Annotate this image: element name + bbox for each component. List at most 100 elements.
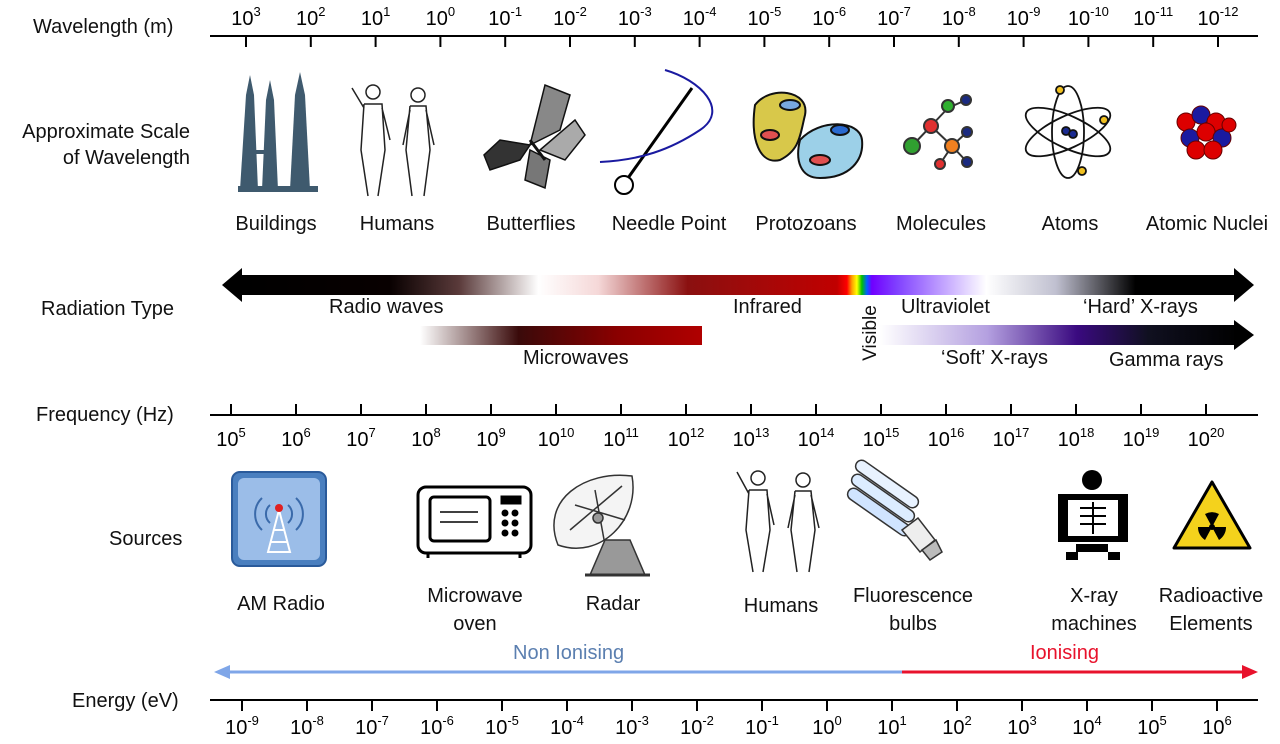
radiation-label-hard-xrays: ‘Hard’ X-rays	[1083, 296, 1198, 318]
source-caption-xray: X-ray machines	[1051, 582, 1137, 638]
energy-tick-base: 10	[290, 717, 312, 739]
wavelength-tick-exponent: -11	[1155, 4, 1173, 19]
wavelength-tick-label: 100	[426, 4, 455, 30]
wavelength-tick-exponent: 2	[318, 4, 325, 19]
wavelength-tick-label: 10-6	[812, 4, 846, 30]
scale-caption-needle-point: Needle Point	[611, 213, 727, 235]
frequency-tick-label: 1016	[928, 425, 965, 451]
wavelength-tick-label: 10-11	[1133, 4, 1173, 30]
wavelength-tick-exponent: -10	[1090, 4, 1109, 19]
source-caption-radioactive: Radioactive Elements	[1159, 582, 1264, 638]
frequency-tick-exponent: 13	[755, 425, 769, 440]
humans-source-icon	[736, 470, 820, 573]
frequency-tick-exponent: 20	[1210, 425, 1224, 440]
xray-machine-icon	[1058, 470, 1128, 560]
energy-tick-label: 102	[942, 713, 971, 739]
scale-caption-protozoans: Protozoans	[755, 213, 857, 235]
energy-tick-exponent: 1	[900, 713, 907, 728]
energy-tick-exponent: -8	[312, 713, 324, 728]
frequency-tick-label: 1015	[863, 425, 900, 451]
wavelength-tick-exponent: -9	[1029, 4, 1041, 19]
wavelength-tick-label: 101	[361, 4, 390, 30]
wavelength-tick-base: 10	[1133, 8, 1155, 30]
wavelength-tick-exponent: -1	[511, 4, 523, 19]
energy-tick-exponent: -6	[442, 713, 454, 728]
source-caption-microwave-oven: Microwave oven	[427, 582, 523, 638]
frequency-tick-base: 10	[476, 429, 498, 451]
frequency-tick-label: 1010	[538, 425, 575, 451]
needle-icon	[599, 69, 714, 195]
energy-tick-label: 10-1	[745, 713, 779, 739]
energy-tick-base: 10	[615, 717, 637, 739]
energy-tick-exponent: -3	[637, 713, 649, 728]
energy-tick-exponent: 0	[835, 713, 842, 728]
source-caption-radioactive-line2: Elements	[1169, 613, 1253, 635]
source-caption-fluorescence: Fluorescence bulbs	[853, 582, 973, 638]
wavelength-tick-label: 10-2	[553, 4, 587, 30]
row-label-wavelength: Wavelength (m)	[33, 16, 174, 38]
radiation-label-ultraviolet: Ultraviolet	[901, 296, 990, 318]
wavelength-tick-base: 10	[231, 8, 253, 30]
energy-tick-base: 10	[877, 717, 899, 739]
source-caption-fluoro-line2: bulbs	[889, 613, 937, 635]
radar-dish-icon	[553, 474, 650, 577]
energy-tick-base: 10	[225, 717, 247, 739]
frequency-tick-base: 10	[346, 429, 368, 451]
frequency-tick-label: 1020	[1188, 425, 1225, 451]
row-label-frequency: Frequency (Hz)	[36, 404, 174, 426]
wavelength-tick-base: 10	[877, 8, 899, 30]
source-caption-microwave-line2: oven	[453, 613, 497, 635]
row-label-sources: Sources	[109, 528, 183, 550]
energy-tick-label: 10-4	[550, 713, 584, 739]
frequency-tick-exponent: 11	[625, 425, 639, 440]
wavelength-tick-label: 102	[296, 4, 325, 30]
am-radio-icon	[231, 471, 327, 567]
energy-tick-base: 10	[355, 717, 377, 739]
frequency-tick-base: 10	[1058, 429, 1080, 451]
frequency-tick-label: 1014	[798, 425, 835, 451]
wavelength-tick-label: 10-3	[618, 4, 652, 30]
frequency-tick-base: 10	[281, 429, 303, 451]
energy-tick-base: 10	[1202, 717, 1224, 739]
butterfly-icon	[483, 83, 586, 190]
energy-tick-label: 103	[1007, 713, 1036, 739]
row-label-radiation: Radiation Type	[41, 298, 175, 320]
frequency-tick-exponent: 18	[1080, 425, 1094, 440]
wavelength-tick-label: 10-4	[683, 4, 717, 30]
soft-xray-bar	[880, 325, 1238, 345]
radiation-label-radio-waves: Radio waves	[329, 296, 444, 318]
energy-tick-base: 10	[420, 717, 442, 739]
energy-tick-label: 10-9	[225, 713, 259, 739]
wavelength-tick-base: 10	[683, 8, 705, 30]
frequency-tick-base: 10	[798, 429, 820, 451]
wavelength-tick-exponent: -5	[770, 4, 782, 19]
ionising-arrowhead	[1242, 665, 1258, 679]
microwave-oven-icon	[416, 485, 533, 558]
wavelength-tick-exponent: -3	[640, 4, 652, 19]
row-label-energy: Energy (eV)	[72, 690, 179, 712]
energy-tick-exponent: 4	[1095, 713, 1102, 728]
atom-icon	[1024, 85, 1112, 179]
energy-tick-base: 10	[550, 717, 572, 739]
energy-tick-label: 10-2	[680, 713, 714, 739]
radiation-label-gamma-rays: Gamma rays	[1109, 349, 1224, 371]
frequency-tick-exponent: 14	[820, 425, 834, 440]
frequency-tick-exponent: 16	[950, 425, 964, 440]
wavelength-tick-base: 10	[1068, 8, 1090, 30]
energy-tick-exponent: -4	[572, 713, 584, 728]
energy-tick-exponent: 3	[1030, 713, 1037, 728]
wavelength-tick-base: 10	[488, 8, 510, 30]
nucleus-icon	[1176, 105, 1237, 160]
buildings-icon	[238, 72, 318, 192]
energy-tick-exponent: 5	[1160, 713, 1167, 728]
energy-tick-exponent: -2	[702, 713, 714, 728]
wavelength-tick-base: 10	[1007, 8, 1029, 30]
scale-caption-molecules: Molecules	[895, 213, 987, 235]
wavelength-tick-label: 10-8	[942, 4, 976, 30]
frequency-tick-label: 1013	[733, 425, 770, 451]
frequency-tick-label: 1018	[1058, 425, 1095, 451]
